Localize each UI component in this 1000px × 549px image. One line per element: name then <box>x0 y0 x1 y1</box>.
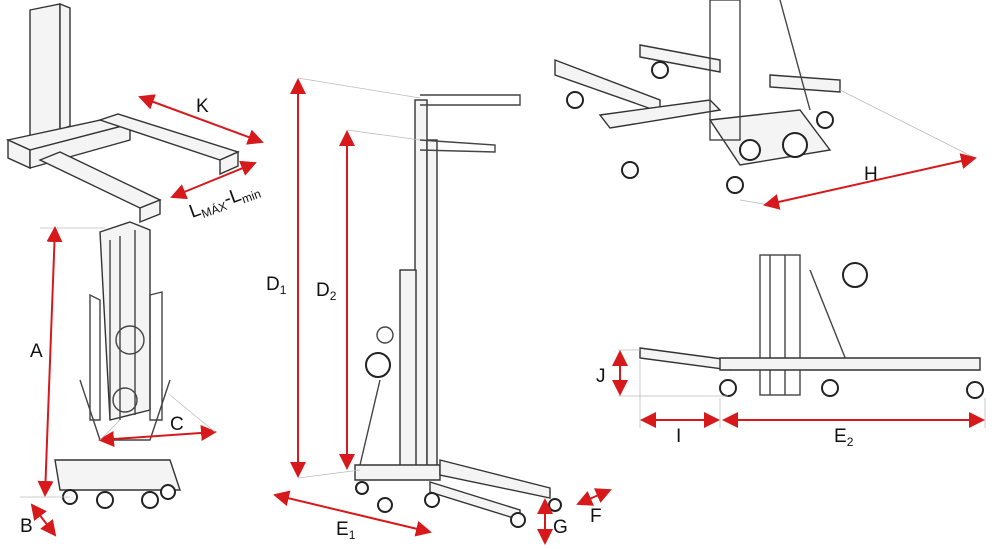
dimension-a <box>37 226 63 497</box>
label-e1: E1 <box>336 519 356 542</box>
label-f: F <box>590 506 602 527</box>
dimension-l <box>170 160 257 200</box>
dimension-b <box>30 503 57 537</box>
label-d1: D1 <box>266 274 287 297</box>
label-b: B <box>20 516 33 537</box>
base-perspective-drawing <box>554 0 976 206</box>
label-d2: D2 <box>316 280 337 303</box>
fork-base-drawing <box>5 2 240 224</box>
dimension-c <box>98 424 217 448</box>
label-k: K <box>196 96 209 117</box>
base-side-drawing <box>618 254 986 428</box>
label-g: G <box>553 517 568 538</box>
front-view-drawing <box>20 221 181 509</box>
label-i: I <box>676 426 681 447</box>
label-l-max-min: LMÁX-Lmin <box>187 178 263 225</box>
label-a: A <box>30 341 43 362</box>
dimension-h <box>763 153 977 210</box>
label-c: C <box>170 414 184 435</box>
side-view-drawing <box>297 77 562 528</box>
label-h: H <box>864 164 878 185</box>
dimension-k <box>138 94 264 145</box>
dimension-e1 <box>273 490 432 537</box>
label-e2: E2 <box>834 426 854 449</box>
label-j: J <box>596 366 606 387</box>
dimension-f <box>576 488 612 506</box>
